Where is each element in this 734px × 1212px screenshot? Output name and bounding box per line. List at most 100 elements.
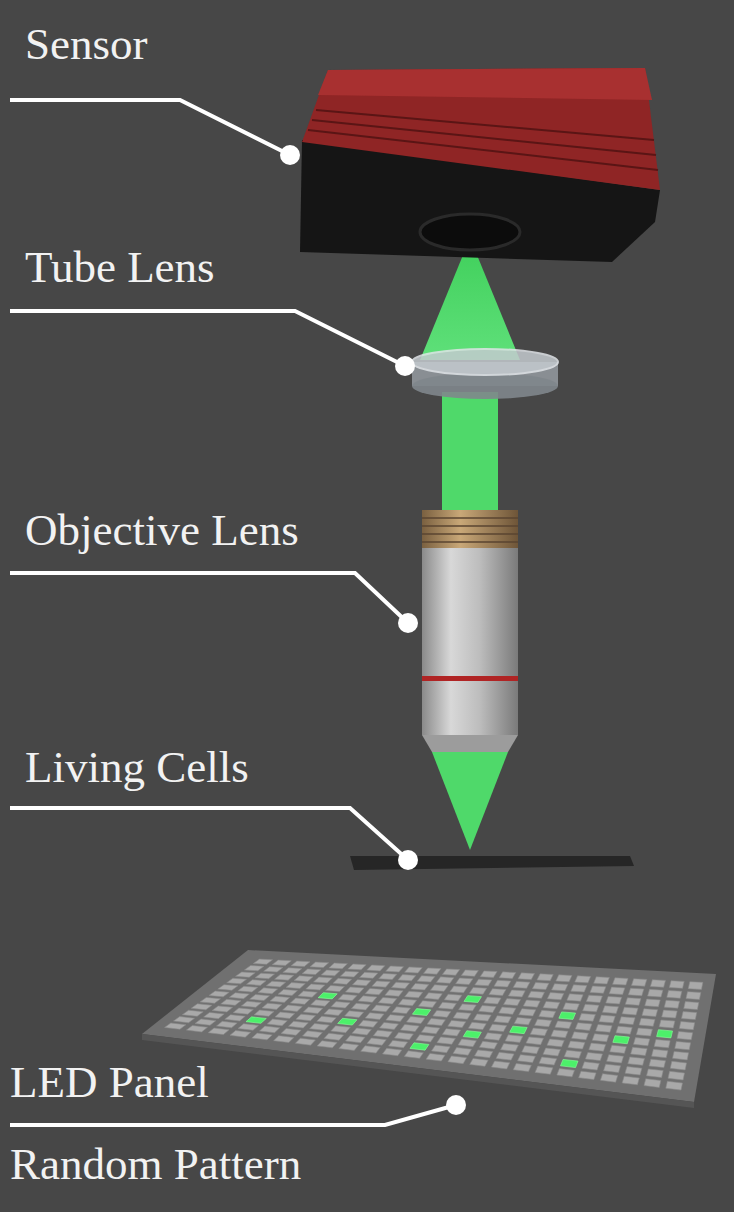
led	[469, 987, 486, 994]
led	[253, 959, 272, 964]
led	[504, 999, 521, 1006]
led	[543, 1048, 560, 1056]
led	[333, 978, 352, 984]
led	[556, 975, 572, 982]
led-panel	[142, 950, 716, 1102]
led	[563, 1003, 579, 1010]
led	[636, 1028, 652, 1036]
led	[394, 1032, 413, 1039]
led	[479, 1041, 497, 1049]
led	[431, 1045, 450, 1053]
led	[657, 1030, 673, 1038]
led	[673, 1051, 689, 1059]
led	[410, 1043, 429, 1050]
led	[373, 1030, 392, 1037]
led	[406, 1017, 424, 1024]
led	[331, 1026, 351, 1033]
tube-lens-bottom	[412, 373, 558, 399]
led	[173, 1017, 194, 1023]
led	[275, 974, 294, 980]
led	[670, 1061, 686, 1070]
led	[539, 1010, 556, 1017]
led	[539, 1057, 557, 1065]
led	[519, 1009, 536, 1016]
led	[604, 1064, 621, 1072]
led	[426, 1053, 445, 1061]
led	[238, 986, 258, 992]
led	[244, 965, 264, 970]
led	[386, 1015, 405, 1022]
led	[642, 1009, 658, 1017]
led	[270, 996, 290, 1002]
led	[398, 975, 416, 981]
led	[579, 1071, 596, 1079]
led	[398, 999, 416, 1006]
led	[644, 1079, 661, 1088]
led	[453, 1048, 471, 1056]
led	[182, 1010, 203, 1016]
led	[345, 987, 364, 993]
led	[499, 1007, 516, 1014]
led	[352, 980, 370, 986]
led	[575, 1023, 592, 1031]
led	[489, 1024, 507, 1031]
led	[380, 1022, 399, 1029]
part-label: Objective Lens	[25, 508, 299, 553]
led	[606, 996, 622, 1004]
led	[311, 1000, 330, 1006]
led	[318, 993, 337, 999]
led	[266, 981, 286, 987]
led	[367, 965, 385, 971]
led	[551, 1030, 568, 1038]
led	[668, 1071, 684, 1080]
led	[317, 1016, 337, 1023]
led	[191, 1004, 212, 1010]
led	[463, 1031, 481, 1038]
led	[400, 1024, 419, 1031]
sensor-layers	[308, 110, 658, 170]
led	[233, 1008, 253, 1014]
led	[475, 1050, 493, 1058]
led	[437, 1037, 455, 1044]
led	[421, 1027, 439, 1034]
led	[236, 972, 256, 977]
thread-lines	[422, 518, 518, 542]
led	[647, 1069, 664, 1078]
led	[324, 1009, 343, 1016]
led	[501, 1044, 519, 1052]
led	[290, 998, 310, 1004]
led	[585, 1052, 602, 1060]
led	[295, 1038, 315, 1045]
led	[416, 1035, 435, 1042]
led	[528, 991, 545, 998]
led	[596, 1024, 612, 1032]
led	[514, 1017, 531, 1024]
led	[557, 1069, 575, 1077]
led	[442, 1029, 460, 1036]
led	[675, 1041, 691, 1049]
led	[417, 976, 435, 982]
led	[532, 983, 548, 990]
led	[552, 984, 568, 991]
led	[649, 1059, 665, 1067]
objective-body	[422, 548, 518, 735]
part-label: Random Pattern	[10, 1142, 301, 1187]
led	[510, 1026, 527, 1034]
led	[499, 972, 516, 979]
led	[365, 1013, 384, 1020]
light-cone	[432, 752, 508, 850]
led	[303, 1007, 323, 1013]
led	[385, 990, 403, 996]
led	[607, 1055, 624, 1063]
led	[586, 995, 602, 1002]
led	[339, 1043, 359, 1050]
led	[599, 1015, 615, 1023]
led	[650, 980, 665, 988]
led	[681, 1012, 696, 1020]
led	[610, 1045, 627, 1053]
led	[246, 980, 266, 986]
led	[652, 1049, 668, 1057]
led	[475, 979, 492, 986]
led	[430, 985, 448, 992]
